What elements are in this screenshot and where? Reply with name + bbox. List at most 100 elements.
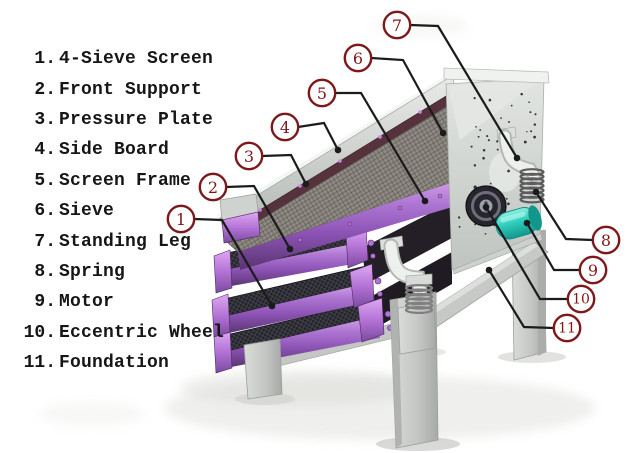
- callout-circle: [578, 255, 608, 285]
- legend-item-label: Front Support: [59, 79, 203, 100]
- legend-item-number: 9.: [34, 292, 56, 313]
- legend-item-11: 11.Foundation: [14, 348, 224, 378]
- speckle-dot: [534, 113, 537, 116]
- legend-item-number: 7.: [34, 231, 56, 252]
- callout-number: 8: [601, 231, 611, 250]
- legend-item-number: 8.: [34, 261, 56, 282]
- spring-left: [404, 284, 434, 315]
- legend-item-label: Pressure Plate: [59, 109, 214, 130]
- speckle-dot: [473, 96, 476, 100]
- callout-circle: [382, 10, 412, 40]
- end-plate-gusset: [448, 80, 540, 140]
- leader-line: [226, 184, 291, 250]
- leader-line: [488, 269, 554, 330]
- legend-item-number: 6.: [34, 201, 56, 222]
- speckle-dot: [482, 148, 486, 152]
- callout-number: 2: [208, 178, 218, 197]
- speckle-dot: [500, 117, 502, 119]
- callout-1-4-sieve-screen: 1: [166, 204, 276, 310]
- speckle-dot: [486, 135, 489, 138]
- standing-leg-right: [496, 126, 545, 204]
- callout-number: 7: [392, 16, 402, 35]
- legend-item-7: 7.Standing Leg: [14, 226, 224, 256]
- legend-item-label: Sieve: [59, 201, 115, 222]
- callout-circle: [343, 43, 373, 73]
- legend-item-label: 4-Sieve Screen: [59, 49, 214, 70]
- leader-endpoint-dot: [523, 219, 531, 227]
- speckle-dot: [520, 92, 523, 96]
- legend-item-label: Motor: [59, 292, 115, 313]
- rail-clamps: [297, 193, 443, 243]
- leader-line: [194, 217, 273, 307]
- callout-layer: 1 2 3 4 5 6 7 89 10 11: [166, 10, 621, 343]
- leader-endpoint-dot: [302, 180, 310, 188]
- legend-item-2: 2.Front Support: [14, 74, 224, 104]
- leader-endpoint-dot: [513, 154, 521, 162]
- speckle-dot: [508, 121, 510, 123]
- legend-item-label: Standing Leg: [59, 231, 192, 252]
- pressure-plate-clamps: [258, 110, 422, 212]
- legend-item-label: Side Board: [59, 140, 170, 161]
- callout-7-standing-leg: 7: [382, 10, 521, 162]
- beam-highlight: [418, 242, 538, 322]
- callout-2-front-support: 2: [198, 172, 294, 253]
- legend-item-number: 4.: [34, 140, 56, 161]
- legend-item-4: 4.Side Board: [14, 135, 224, 165]
- callout-number: 4: [280, 118, 290, 137]
- leader-endpoint-dot: [482, 203, 490, 211]
- legend-item-number: 5.: [34, 170, 56, 191]
- legend-item-1: 1.4-Sieve Screen: [14, 44, 224, 74]
- callout-6-sieve: 6: [343, 43, 447, 137]
- spring-right: [519, 168, 545, 204]
- pipe-flange-lower: [405, 273, 433, 287]
- callout-number: 1: [176, 210, 186, 229]
- callout-9-motor: 9: [523, 219, 608, 285]
- speckle-dot: [477, 135, 480, 138]
- leg-shade: [538, 230, 546, 356]
- speckle-dot: [507, 202, 510, 206]
- legend-item-number: 10.: [23, 322, 56, 343]
- deck-1: [218, 72, 476, 270]
- callout-circle: [566, 284, 596, 314]
- legend-item-6: 6.Sieve: [14, 196, 224, 226]
- leader-endpoint-dot: [532, 188, 540, 196]
- legend-item-9: 9.Motor: [14, 287, 224, 317]
- deck1-front-rail: [238, 176, 476, 270]
- under-frame-truss-upper: [362, 202, 452, 284]
- leader-endpoint-dot: [334, 146, 342, 154]
- leader-endpoint-dot: [439, 129, 447, 137]
- speckle-dot: [482, 156, 485, 160]
- legend-item-number: 3.: [34, 109, 56, 130]
- legend-item-number: 2.: [34, 79, 56, 100]
- callout-number: 10: [572, 292, 590, 308]
- callout-4-side-board: 4: [270, 112, 342, 154]
- legend-item-number: 1.: [34, 49, 56, 70]
- callout-number: 6: [353, 49, 363, 68]
- callout-number: 11: [558, 321, 576, 337]
- callout-circle: [307, 78, 337, 108]
- callout-number: 5: [317, 84, 327, 103]
- speckle-dot: [470, 145, 473, 148]
- callout-circle: [198, 172, 228, 202]
- deck-3: [211, 263, 383, 338]
- leader-endpoint-dot: [421, 197, 429, 205]
- speckle-dot: [526, 130, 528, 133]
- legend-item-3: 3.Pressure Plate: [14, 105, 224, 135]
- leader-endpoint-dot: [286, 245, 294, 253]
- legend-item-label: Eccentric Wheel: [59, 322, 225, 343]
- callout-number: 3: [244, 147, 254, 166]
- speckle-dot: [475, 125, 477, 128]
- leader-line: [485, 206, 568, 301]
- sieve-machine-illustration: [165, 67, 595, 451]
- speckle-dot: [496, 148, 499, 151]
- leader-line: [262, 153, 307, 185]
- speckle-dot: [496, 140, 499, 143]
- speckle-dot: [487, 139, 490, 142]
- speckle-dot: [489, 182, 492, 185]
- leader-line: [526, 222, 580, 272]
- callout-circle: [234, 141, 264, 171]
- end-plate-top-rail: [443, 67, 550, 84]
- speckle-dot: [528, 101, 530, 104]
